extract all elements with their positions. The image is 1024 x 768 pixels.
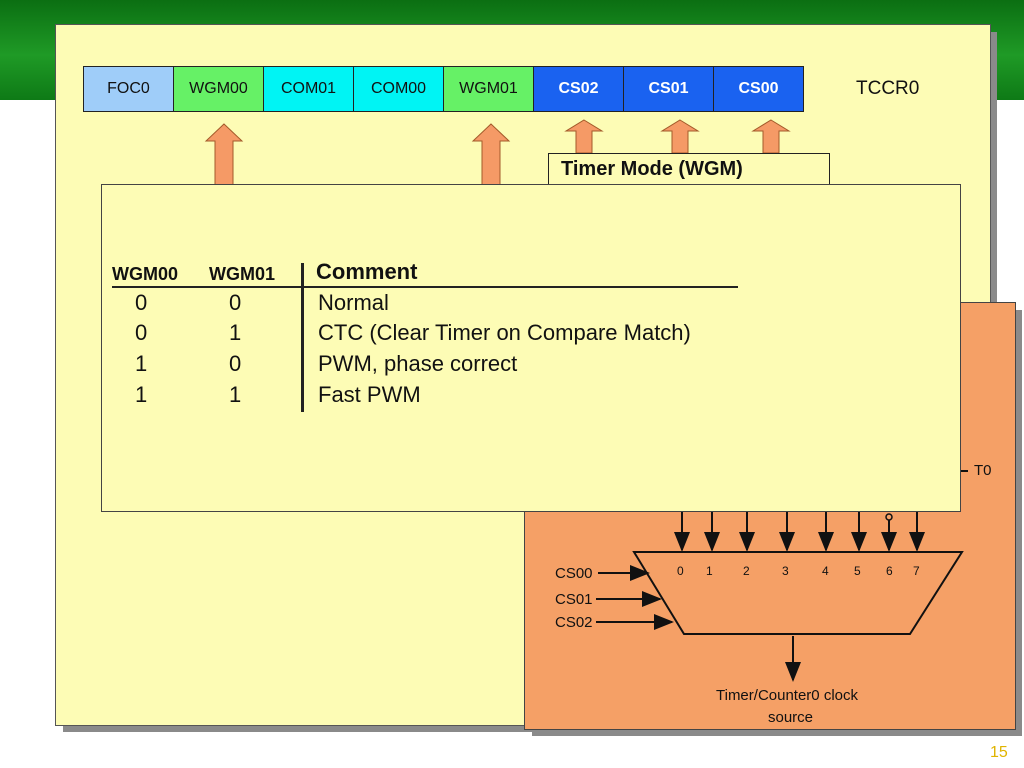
mux-input-label-6: 6 xyxy=(886,564,893,578)
table-column-rule xyxy=(301,263,304,412)
bit-com01: COM01 xyxy=(263,66,354,112)
row-2-wgm01: 0 xyxy=(229,351,242,376)
page-number: 15 xyxy=(990,744,1008,761)
mux-input-label-7: 7 xyxy=(913,564,920,578)
table-header-rule xyxy=(112,286,738,288)
select-label-cs00: CS00 xyxy=(555,565,593,582)
row-3-comment: Fast PWM xyxy=(318,382,421,407)
row-2-wgm00: 1 xyxy=(135,351,148,376)
table-header-wgm01: WGM01 xyxy=(209,264,276,284)
table-header-wgm00: WGM00 xyxy=(112,264,179,284)
row-1-wgm01: 1 xyxy=(229,320,242,345)
table-header-comment: Comment xyxy=(316,259,418,284)
bit-cs02: CS02 xyxy=(533,66,624,112)
mux-input-label-1: 1 xyxy=(706,564,713,578)
bit-wgm00: WGM00 xyxy=(173,66,264,112)
invert-bubble xyxy=(885,513,893,521)
select-label-cs01: CS01 xyxy=(555,591,593,608)
row-1-wgm00: 0 xyxy=(135,320,148,345)
tccr0-register: FOC0 WGM00 COM01 COM00 WGM01 CS02 CS01 C… xyxy=(83,66,804,112)
bit-cs01: CS01 xyxy=(623,66,714,112)
row-3-wgm00: 1 xyxy=(135,382,148,407)
mux-input-label-2: 2 xyxy=(743,564,750,578)
mux-input-label-0: 0 xyxy=(677,564,684,578)
t0-label: T0 xyxy=(974,462,992,479)
select-label-cs02: CS02 xyxy=(555,614,593,631)
mux-input-label-3: 3 xyxy=(782,564,789,578)
row-0-wgm00: 0 xyxy=(135,290,148,315)
clock-source-label-2: source xyxy=(768,709,814,726)
bit-com00: COM00 xyxy=(353,66,444,112)
timer-mode-label: Timer Mode (WGM) xyxy=(548,153,830,186)
register-name: TCCR0 xyxy=(856,78,920,99)
bit-cs00: CS00 xyxy=(713,66,804,112)
wgm-table-panel xyxy=(101,184,961,512)
mux-input-label-4: 4 xyxy=(822,564,829,578)
row-3-wgm01: 1 xyxy=(229,382,242,407)
row-0-comment: Normal xyxy=(318,290,389,315)
row-2-comment: PWM, phase correct xyxy=(318,351,518,376)
clock-source-label-1: Timer/Counter0 clock xyxy=(716,687,858,704)
mux-input-label-5: 5 xyxy=(854,564,861,578)
mux-trapezoid xyxy=(632,551,964,635)
row-1-comment: CTC (Clear Timer on Compare Match) xyxy=(318,320,691,345)
row-0-wgm01: 0 xyxy=(229,290,242,315)
